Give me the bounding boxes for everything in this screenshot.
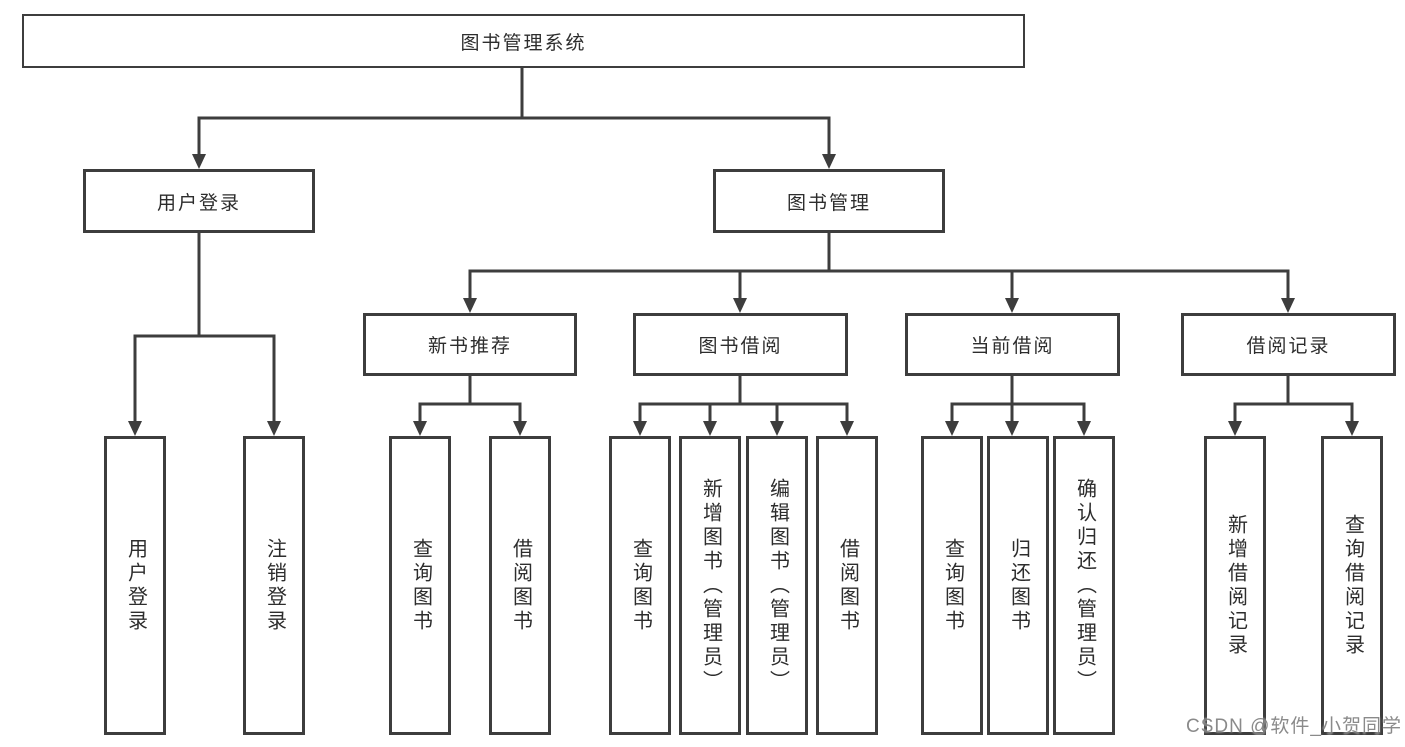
node-user-login-label: 用户登录: [156, 192, 241, 214]
node-current-borrow-label: 当前借阅: [970, 336, 1055, 357]
leaf-logout: 注销登录: [243, 436, 305, 735]
leaf-edit-books-admin-label: 编辑图书（管理员）: [766, 477, 789, 694]
leaf-add-borrow-record-label: 新增借阅记录: [1224, 513, 1247, 658]
connector-current-borrow-group: [950, 374, 1086, 425]
leaf-confirm-return-admin: 确认归还（管理员）: [1053, 436, 1115, 735]
connector-book-mgmt-to-level3: [468, 231, 1290, 302]
leaf-query-borrow-record: 查询借阅记录: [1321, 436, 1383, 735]
node-book-management-label: 图书管理: [786, 192, 871, 214]
leaf-return-books-label: 归还图书: [1007, 537, 1030, 634]
node-current-borrow: 当前借阅: [905, 313, 1120, 376]
node-user-login: 用户登录: [83, 169, 315, 233]
leaf-borrow-books-recommend-label: 借阅图书: [509, 537, 532, 634]
arrowheads: [128, 154, 1359, 436]
node-root: 图书管理系统: [22, 14, 1025, 68]
leaf-query-books-current-label: 查询图书: [941, 537, 964, 634]
node-borrow-records: 借阅记录: [1181, 313, 1396, 376]
leaf-return-books: 归还图书: [987, 436, 1049, 735]
leaf-query-books-borrow-label: 查询图书: [629, 537, 652, 634]
leaf-query-books-recommend-label: 查询图书: [409, 537, 432, 634]
leaf-borrow-books-recommend: 借阅图书: [489, 436, 551, 735]
connector-root-to-level2: [197, 66, 831, 158]
node-book-borrow: 图书借阅: [633, 313, 848, 376]
node-book-borrow-label: 图书借阅: [698, 336, 783, 357]
node-new-book-recommend: 新书推荐: [363, 313, 577, 376]
leaf-edit-books-admin: 编辑图书（管理员）: [746, 436, 808, 735]
csdn-watermark: CSDN @软件_小贺同学: [1186, 716, 1402, 737]
leaf-logout-label: 注销登录: [263, 537, 286, 634]
leaf-borrow-books: 借阅图书: [816, 436, 878, 735]
leaf-query-borrow-record-label: 查询借阅记录: [1341, 513, 1364, 658]
connector-book-borrow-group: [638, 374, 849, 425]
leaf-borrow-books-label: 借阅图书: [836, 537, 859, 634]
leaf-query-books-recommend: 查询图书: [389, 436, 451, 735]
leaf-add-borrow-record: 新增借阅记录: [1204, 436, 1266, 735]
leaf-confirm-return-admin-label: 确认归还（管理员）: [1073, 477, 1096, 694]
connector-user-login-group: [133, 231, 276, 425]
leaf-add-books-admin: 新增图书（管理员）: [679, 436, 741, 735]
connector-new-book-group: [418, 374, 522, 425]
node-new-book-recommend-label: 新书推荐: [427, 336, 512, 357]
leaf-query-books-borrow: 查询图书: [609, 436, 671, 735]
leaf-add-books-admin-label: 新增图书（管理员）: [699, 477, 722, 694]
leaf-user-login-label: 用户登录: [124, 537, 147, 634]
node-borrow-records-label: 借阅记录: [1246, 336, 1331, 357]
leaf-query-books-current: 查询图书: [921, 436, 983, 735]
leaf-user-login: 用户登录: [104, 436, 166, 735]
node-root-label: 图书管理系统: [460, 32, 587, 54]
connector-borrow-record-group: [1233, 374, 1354, 425]
node-book-management: 图书管理: [713, 169, 945, 233]
